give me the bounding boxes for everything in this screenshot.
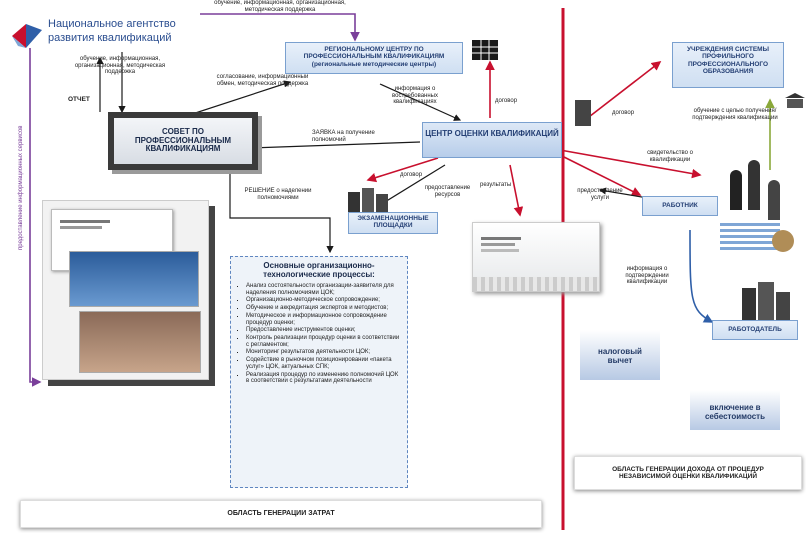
process-item: Методическое и информационное сопровожде…	[246, 313, 401, 326]
employer-box: РАБОТОДАТЕЛЬ	[712, 320, 798, 340]
tax-deduction: налоговый вычет	[598, 347, 642, 365]
label-certificate: свидетельство о квалификации	[647, 150, 693, 163]
people-graphic	[720, 150, 800, 260]
exam-sites-title: ЭКЗАМЕНАЦИОННЫЕ ПЛОЩАДКИ	[357, 215, 429, 230]
institutions-box: УЧРЕЖДЕНИЯ СИСТЕМЫ ПРОФИЛЬНОГО ПРОФЕССИО…	[672, 42, 784, 88]
label-approval: согласование, информационный обмен, мето…	[216, 74, 309, 87]
label-application: ЗАЯВКА на получение полномочий	[312, 130, 375, 143]
process-item: Обучение и аккредитация экспертов и мето…	[246, 305, 401, 312]
employer-title: РАБОТОДАТЕЛЬ	[728, 326, 782, 333]
processes-panel: Основные организационно-технологические …	[230, 256, 408, 488]
label-results: результаты	[480, 182, 512, 188]
exam-sites-box: ЭКЗАМЕНАЦИОННЫЕ ПЛОЩАДКИ	[348, 212, 438, 234]
label-study: обучение с целью получения/подтверждения…	[692, 108, 778, 121]
costs-region-label: ОБЛАСТЬ ГЕНЕРАЦИИ ЗАТРАТ	[227, 510, 335, 518]
university-icon	[785, 93, 805, 108]
agency-name-2: развития квалификаций	[48, 32, 172, 44]
report-thumbnail	[472, 222, 600, 292]
label-left-support: обучение, информационная, организационна…	[74, 56, 166, 76]
agency-logo: Национальное агентство развития квалифик…	[8, 12, 208, 52]
council-box: СОВЕТ ПО ПРОФЕССИОНАЛЬНЫМ КВАЛИФИКАЦИЯМ	[108, 112, 258, 170]
database-icon	[472, 40, 498, 60]
costs-region-bar: ОБЛАСТЬ ГЕНЕРАЦИИ ЗАТРАТ	[20, 500, 542, 528]
worker-box: РАБОТНИК	[642, 196, 718, 216]
assessment-center-title: ЦЕНТР ОЦЕНКИ КВАЛИФИКАЦИЙ	[425, 129, 559, 138]
services-screens	[42, 200, 209, 380]
institutions-title: УЧРЕЖДЕНИЯ СИСТЕМЫ ПРОФИЛЬНОГО ПРОФЕССИО…	[687, 46, 769, 76]
council-title: СОВЕТ ПО ПРОФЕССИОНАЛЬНЫМ КВАЛИФИКАЦИЯМ	[134, 126, 232, 154]
tax-spotlight	[580, 330, 660, 380]
label-top-support: обучение, информационная, организационна…	[214, 0, 346, 13]
income-region-bar: ОБЛАСТЬ ГЕНЕРАЦИИ ДОХОДА ОТ ПРОЦЕДУР НЕЗ…	[574, 456, 802, 490]
cost-spotlight	[690, 390, 780, 430]
label-vertical-services: предоставление информационных сервисов	[18, 125, 24, 250]
process-item: Анализ состоятельности организации-заяви…	[246, 283, 401, 296]
label-info-quals: информация о востребованных квалификация…	[392, 86, 438, 106]
process-item: Контроль реализации процедур оценки в со…	[246, 335, 401, 348]
processes-title: Основные организационно-технологические …	[263, 261, 375, 279]
agency-emblem-icon	[12, 24, 42, 48]
income-region-label: ОБЛАСТЬ ГЕНЕРАЦИИ ДОХОДА ОТ ПРОЦЕДУР НЕЗ…	[612, 465, 764, 480]
agency-name-1: Национальное агентство	[48, 18, 176, 30]
regional-center-box: РЕГИОНАЛЬНОМУ ЦЕНТРУ ПО ПРОФЕССИОНАЛЬНЫМ…	[285, 42, 463, 74]
process-item: Мониторинг результатов деятельности ЦОК;	[246, 349, 401, 356]
label-contract-1: договор	[495, 98, 518, 104]
label-info-confirm: информация о подтверждении квалификации	[625, 266, 669, 286]
label-contract-2: договор	[400, 172, 423, 178]
label-decision: РЕШЕНИЕ о наделении полномочиями	[244, 188, 312, 201]
process-item: Организационно-методическое сопровождени…	[246, 297, 401, 304]
skyscraper-icon	[742, 282, 790, 320]
process-item: Предоставление инструментов оценки;	[246, 327, 401, 334]
regional-center-title: РЕГИОНАЛЬНОМУ ЦЕНТРУ ПО ПРОФЕССИОНАЛЬНЫМ…	[303, 46, 445, 68]
label-contract-3: договор	[612, 110, 635, 116]
worker-title: РАБОТНИК	[662, 202, 698, 209]
label-service: предоставление услуги	[577, 188, 623, 201]
assessment-center-box: ЦЕНТР ОЦЕНКИ КВАЛИФИКАЦИЙ	[422, 122, 562, 158]
process-item: Реализация процедур по изменению полномо…	[246, 372, 401, 385]
building-icon	[348, 188, 388, 212]
office-building-icon	[575, 100, 591, 126]
cost-inclusion: включение в себестоимость	[704, 403, 766, 421]
label-resources: предоставление ресурсов	[424, 185, 471, 198]
process-item: Содействие в рыночном позиционировании «…	[246, 357, 401, 370]
label-report: ОТЧЕТ	[68, 96, 90, 103]
